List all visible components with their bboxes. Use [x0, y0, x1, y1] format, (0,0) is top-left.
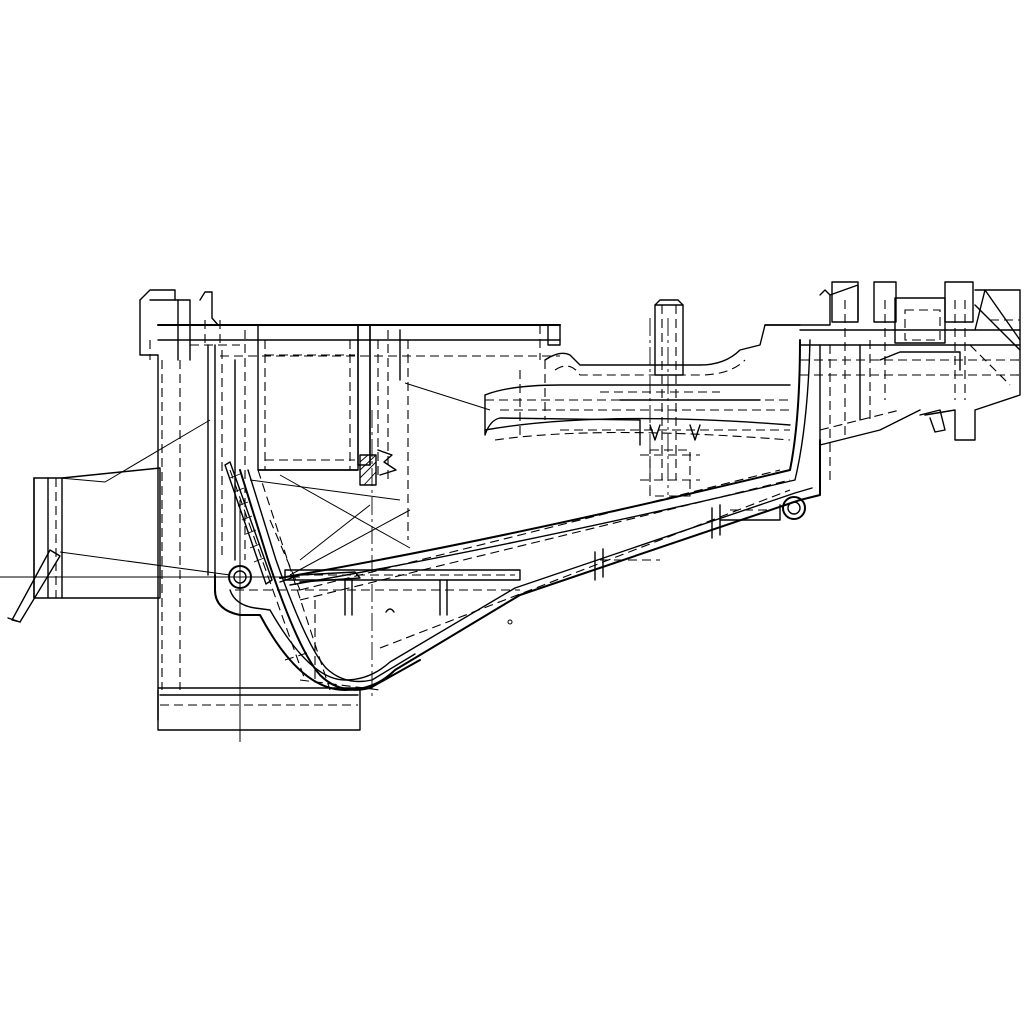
central-shaft-assembly: [484, 299, 801, 497]
right-fitting: [764, 281, 1021, 480]
leader-lines: [59, 382, 491, 576]
left-plate-hatching: [229, 473, 265, 563]
housing-outer-outline: [139, 289, 561, 731]
upper-inner-chamber: [220, 324, 561, 576]
construction-lines: [149, 320, 381, 691]
pivot-right: [782, 496, 806, 520]
left-bracket: [7, 467, 161, 623]
pivot-left: [228, 565, 252, 589]
bottom-trough: [214, 339, 821, 691]
